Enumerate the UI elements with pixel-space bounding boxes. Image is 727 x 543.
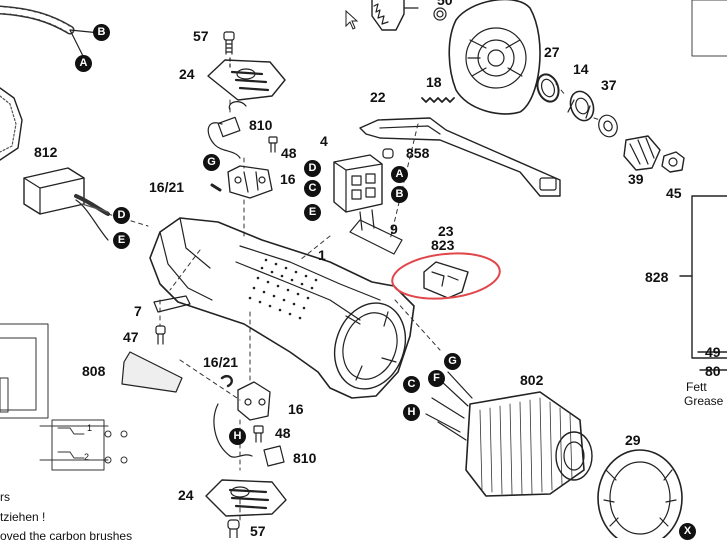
label-808 bbox=[121, 351, 183, 393]
note-grease: Grease bbox=[684, 394, 724, 408]
part-label-80: 80 bbox=[705, 363, 721, 379]
part-label-57-bottom: 57 bbox=[250, 523, 266, 539]
note-fragment-tziehen: tziehen ! bbox=[0, 510, 46, 524]
part-label-858: 858 bbox=[406, 145, 430, 161]
note-fragment-carbon-brushes: oved the carbon brushes bbox=[0, 529, 133, 543]
part-label-16-bottom: 16 bbox=[288, 401, 304, 417]
part-label-823: 823 bbox=[431, 237, 455, 253]
pinion-39 bbox=[623, 135, 661, 171]
insulation-sheet-9 bbox=[349, 219, 403, 255]
part-label-810-bottom: 810 bbox=[293, 450, 317, 466]
part-label-29: 29 bbox=[625, 432, 641, 448]
connector-bubble-h-802: H bbox=[403, 404, 420, 421]
part-label-7: 7 bbox=[134, 303, 142, 319]
screw-57-bottom bbox=[227, 519, 240, 538]
stator-802 bbox=[425, 371, 593, 497]
part-label-16-21-top: 16/21 bbox=[149, 179, 185, 195]
connector-bubble-a-4: A bbox=[391, 166, 408, 183]
part-label-9: 9 bbox=[390, 221, 398, 237]
connector-bubble-g-802: G bbox=[444, 353, 461, 370]
part-label-24-bottom: 24 bbox=[178, 487, 194, 503]
switch-4 bbox=[333, 154, 383, 231]
grease-frame bbox=[679, 0, 727, 371]
connector-bubble-b-top: B bbox=[93, 24, 110, 41]
carbon-brush-810-bottom bbox=[263, 445, 285, 467]
note-fragment-rs: rs bbox=[0, 490, 10, 504]
part-label-48-top: 48 bbox=[281, 145, 297, 161]
part-label-50: 50 bbox=[437, 0, 453, 8]
connector-bubble-e-4: E bbox=[304, 204, 321, 221]
power-cable bbox=[0, 5, 101, 61]
note-fett: Fett bbox=[686, 380, 707, 394]
part-label-48-bottom: 48 bbox=[275, 425, 291, 441]
part-label-812: 812 bbox=[34, 144, 58, 160]
connector-bubble-h-bottom: H bbox=[229, 428, 246, 445]
connector-bubble-g-812: G bbox=[203, 154, 220, 171]
wiring-schematic bbox=[0, 323, 128, 471]
connector-bubble-c-802: C bbox=[403, 376, 420, 393]
fan-baffle-29 bbox=[597, 449, 683, 538]
screw-858 bbox=[382, 148, 394, 159]
schematic-terminal-2: 2 bbox=[84, 452, 90, 462]
switch-lever-22 bbox=[359, 117, 561, 197]
connector-bubble-x-bottom: X bbox=[679, 523, 696, 540]
gear-top bbox=[371, 0, 447, 31]
part-label-808: 808 bbox=[82, 363, 106, 379]
part-label-27: 27 bbox=[544, 44, 560, 60]
part-label-57-top: 57 bbox=[193, 28, 209, 44]
connector-bubble-d-812: D bbox=[113, 207, 130, 224]
brush-holder-16-top bbox=[227, 165, 273, 199]
part-label-39: 39 bbox=[628, 171, 644, 187]
screw-48-top bbox=[268, 136, 278, 153]
connector-bubble-e-812: E bbox=[113, 232, 130, 249]
part-823 bbox=[423, 261, 469, 299]
brush-cap-24-bottom bbox=[205, 479, 287, 517]
mouse-cursor-icon bbox=[345, 10, 359, 30]
part-label-45: 45 bbox=[666, 185, 682, 201]
part-label-4: 4 bbox=[320, 133, 328, 149]
part-label-14: 14 bbox=[573, 61, 589, 77]
part-label-47: 47 bbox=[123, 329, 139, 345]
connector-bubble-a-top: A bbox=[75, 55, 92, 72]
ring-27 bbox=[536, 73, 560, 103]
screw-57-top bbox=[223, 31, 235, 71]
part-label-810-top: 810 bbox=[249, 117, 273, 133]
motor-housing-1 bbox=[149, 217, 415, 399]
part-label-18: 18 bbox=[426, 74, 442, 90]
grip-part bbox=[0, 87, 23, 161]
screw-47 bbox=[155, 325, 166, 345]
screw-48-bottom bbox=[253, 425, 264, 443]
bearing-flange bbox=[448, 0, 541, 115]
part-label-16-top: 16 bbox=[280, 171, 296, 187]
connector-bubble-b-4: B bbox=[391, 186, 408, 203]
brush-holder-16-bottom bbox=[213, 381, 271, 458]
nut-45 bbox=[661, 151, 685, 173]
plate-7 bbox=[153, 295, 191, 313]
part-label-49: 49 bbox=[705, 344, 721, 360]
part-label-24-top: 24 bbox=[179, 66, 195, 82]
part-label-23: 23 bbox=[438, 223, 454, 239]
carbon-brush-810-top bbox=[207, 101, 247, 159]
connector-bubble-d-4: D bbox=[304, 160, 321, 177]
part-label-37: 37 bbox=[601, 77, 617, 93]
connector-bubble-c-4: C bbox=[304, 180, 321, 197]
schematic-terminal-1: 1 bbox=[87, 423, 93, 433]
part-label-1: 1 bbox=[318, 247, 326, 263]
part-label-802: 802 bbox=[520, 372, 544, 388]
connector-bubble-f-802: F bbox=[428, 370, 445, 387]
part-label-828: 828 bbox=[645, 269, 669, 285]
bearing-14 bbox=[567, 90, 595, 122]
washer-37 bbox=[598, 114, 618, 138]
spring-18 bbox=[421, 97, 455, 103]
part-label-16-21-bottom: 16/21 bbox=[203, 354, 239, 370]
part-label-22: 22 bbox=[370, 89, 386, 105]
highlight-ellipse bbox=[391, 252, 501, 300]
brush-cap-24-top bbox=[207, 59, 286, 101]
electronic-module-812 bbox=[23, 167, 110, 241]
